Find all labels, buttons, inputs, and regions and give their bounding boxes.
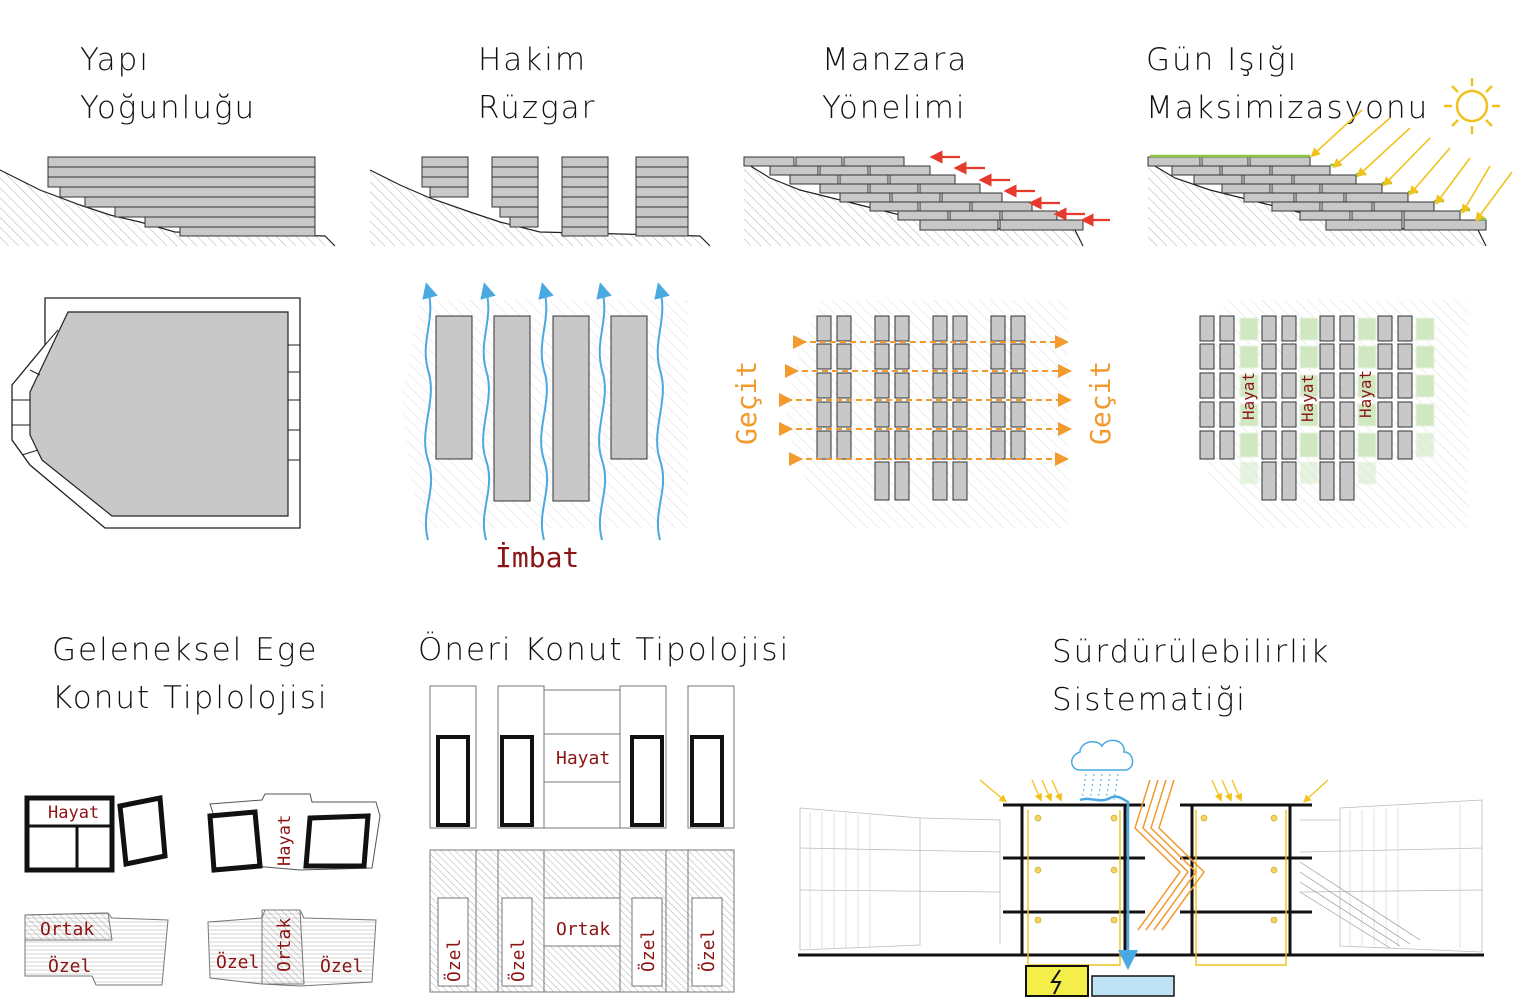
sustainability-section xyxy=(798,739,1484,997)
ozel-trad-b1: Özel xyxy=(216,951,259,973)
gecit-left-label: Geçit xyxy=(730,361,763,445)
title-line: Hakim xyxy=(478,42,588,78)
title-view: Manzara Yönelimi xyxy=(822,36,968,132)
ozel-proposed-2: Özel xyxy=(507,939,529,982)
ozel-trad-a: Özel xyxy=(48,955,91,977)
gecit-right-label: Geçit xyxy=(1084,361,1117,445)
ozel-proposed-4: Özel xyxy=(697,929,719,972)
ozel-trad-b2: Özel xyxy=(320,955,363,977)
daylight-section xyxy=(1147,78,1513,247)
title-daylight: Gün Işığı Maksimizasyonu xyxy=(1146,36,1429,132)
title-wind: Hakim Rüzgar xyxy=(478,36,596,132)
title-line: Gün Işığı xyxy=(1146,42,1299,78)
hayat-label-3: Hayat xyxy=(1356,370,1375,418)
sun-icon xyxy=(1444,78,1500,134)
ortak-trad-a: Ortak xyxy=(40,919,94,940)
wind-plan: İmbat xyxy=(402,282,688,574)
ortak-trad-b: Ortak xyxy=(274,918,295,972)
title-line: Yoğunluğu xyxy=(80,90,257,126)
title-density: Yapı Yoğunluğu xyxy=(80,36,256,132)
ortak-proposed: Ortak xyxy=(556,919,610,940)
proposed-plans: Hayat Ortak Özel Özel Özel Özel xyxy=(429,685,735,993)
title-line: Geleneksel Ege xyxy=(52,632,319,668)
density-plan xyxy=(11,297,301,529)
view-plan: Geçit Geçit xyxy=(730,300,1117,528)
title-line: Manzara xyxy=(822,42,969,78)
ozel-proposed-3: Özel xyxy=(637,929,659,972)
density-section xyxy=(0,156,336,247)
title-line: Yönelimi xyxy=(822,90,967,126)
hayat-trad-b: Hayat xyxy=(275,815,295,866)
title-line: Konut Tiplolojisi xyxy=(52,680,329,716)
traditional-plans: Hayat Hayat Ortak Özel Özel Ortak Özel xyxy=(24,793,381,987)
wind-section xyxy=(369,156,711,247)
title-line: Öneri Konut Tipolojisi xyxy=(418,632,791,668)
hayat-label-1: Hayat xyxy=(1239,372,1258,420)
daylight-plan: Hayat Hayat Hayat xyxy=(1195,300,1468,528)
title-proposed: Öneri Konut Tipolojisi xyxy=(418,626,790,674)
title-line: Maksimizasyonu xyxy=(1146,90,1430,126)
cloud-rain-icon xyxy=(1071,739,1134,801)
title-line: Rüzgar xyxy=(478,90,597,126)
title-sustainability: Sürdürülebilirlik Sistematiği xyxy=(1052,628,1330,724)
title-traditional: Geleneksel Ege Konut Tiplolojisi xyxy=(52,626,328,722)
lightbulb-icon xyxy=(1034,814,1278,924)
hayat-label-2: Hayat xyxy=(1298,374,1317,422)
title-line: Yapı xyxy=(80,42,150,78)
title-line: Sistematiği xyxy=(1052,682,1247,718)
lightning-icon xyxy=(1025,965,1089,997)
title-line: Sürdürülebilirlik xyxy=(1052,634,1331,670)
imbat-label: İmbat xyxy=(495,541,579,574)
ozel-proposed-1: Özel xyxy=(443,939,465,982)
view-section xyxy=(743,150,1110,247)
hayat-proposed: Hayat xyxy=(556,748,610,769)
hayat-trad-a: Hayat xyxy=(48,803,99,823)
